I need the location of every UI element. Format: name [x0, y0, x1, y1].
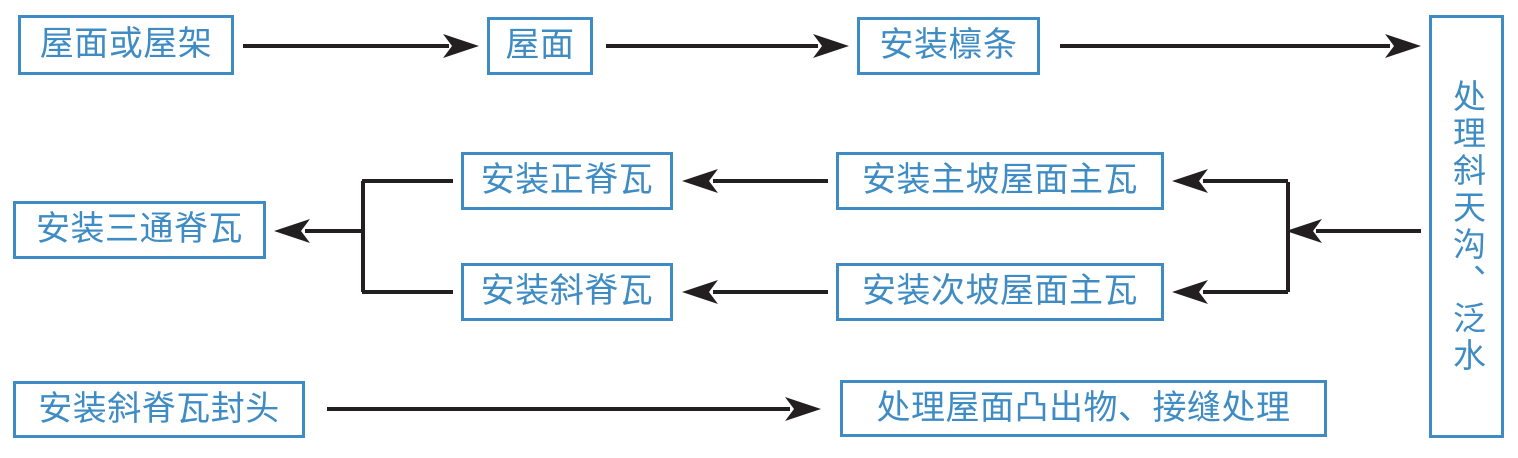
connector-purlin-to-valley	[1060, 34, 1421, 58]
connector-secondtile-to-hiptile	[682, 280, 828, 304]
node-install-main-ridge-tile[interactable]: 安装正脊瓦	[461, 152, 673, 210]
connector-ridge-merge-bracket	[274, 179, 453, 294]
node-install-tee-ridge-tile[interactable]: 安装三通脊瓦	[13, 201, 266, 259]
node-install-hip-ridge-tile[interactable]: 安装斜脊瓦	[461, 263, 673, 321]
connector-maintile-to-ridgetile	[682, 169, 828, 193]
node-handle-protrusion-and-joints[interactable]: 处理屋面凸出物、接缝处理	[840, 380, 1327, 437]
node-label: 处理屋面凸出物、接缝处理	[876, 387, 1291, 428]
connector-roof-to-roofface	[243, 34, 479, 58]
node-roof-or-truss[interactable]: 屋面或屋架	[18, 15, 234, 75]
node-label: 安装正脊瓦	[480, 160, 654, 201]
node-handle-valley-flashing[interactable]: 处理斜天沟、泛水	[1429, 15, 1504, 438]
node-label: 屋面或屋架	[39, 24, 213, 65]
node-roof-face[interactable]: 屋面	[487, 17, 593, 75]
node-label: 处理斜天沟、泛水	[1447, 78, 1487, 375]
node-label: 屋面	[505, 25, 575, 66]
node-label: 安装次坡屋面主瓦	[862, 271, 1138, 312]
node-install-hip-tile-cap[interactable]: 安装斜脊瓦封头	[13, 381, 305, 438]
connector-hipcap-to-protrusion	[327, 397, 821, 421]
node-install-secondary-slope-tile[interactable]: 安装次坡屋面主瓦	[836, 263, 1164, 321]
node-label: 安装檩条	[879, 25, 1018, 66]
node-label: 安装三通脊瓦	[36, 209, 243, 250]
node-label: 安装斜脊瓦封头	[38, 388, 280, 429]
node-install-purlin[interactable]: 安装檩条	[857, 17, 1040, 75]
connector-valley-branch-bracket	[1172, 169, 1421, 304]
connector-roofface-to-purlin	[606, 34, 849, 58]
node-label: 安装斜脊瓦	[480, 271, 654, 312]
node-label: 安装主坡屋面主瓦	[862, 160, 1138, 201]
node-install-main-slope-tile[interactable]: 安装主坡屋面主瓦	[836, 152, 1164, 210]
